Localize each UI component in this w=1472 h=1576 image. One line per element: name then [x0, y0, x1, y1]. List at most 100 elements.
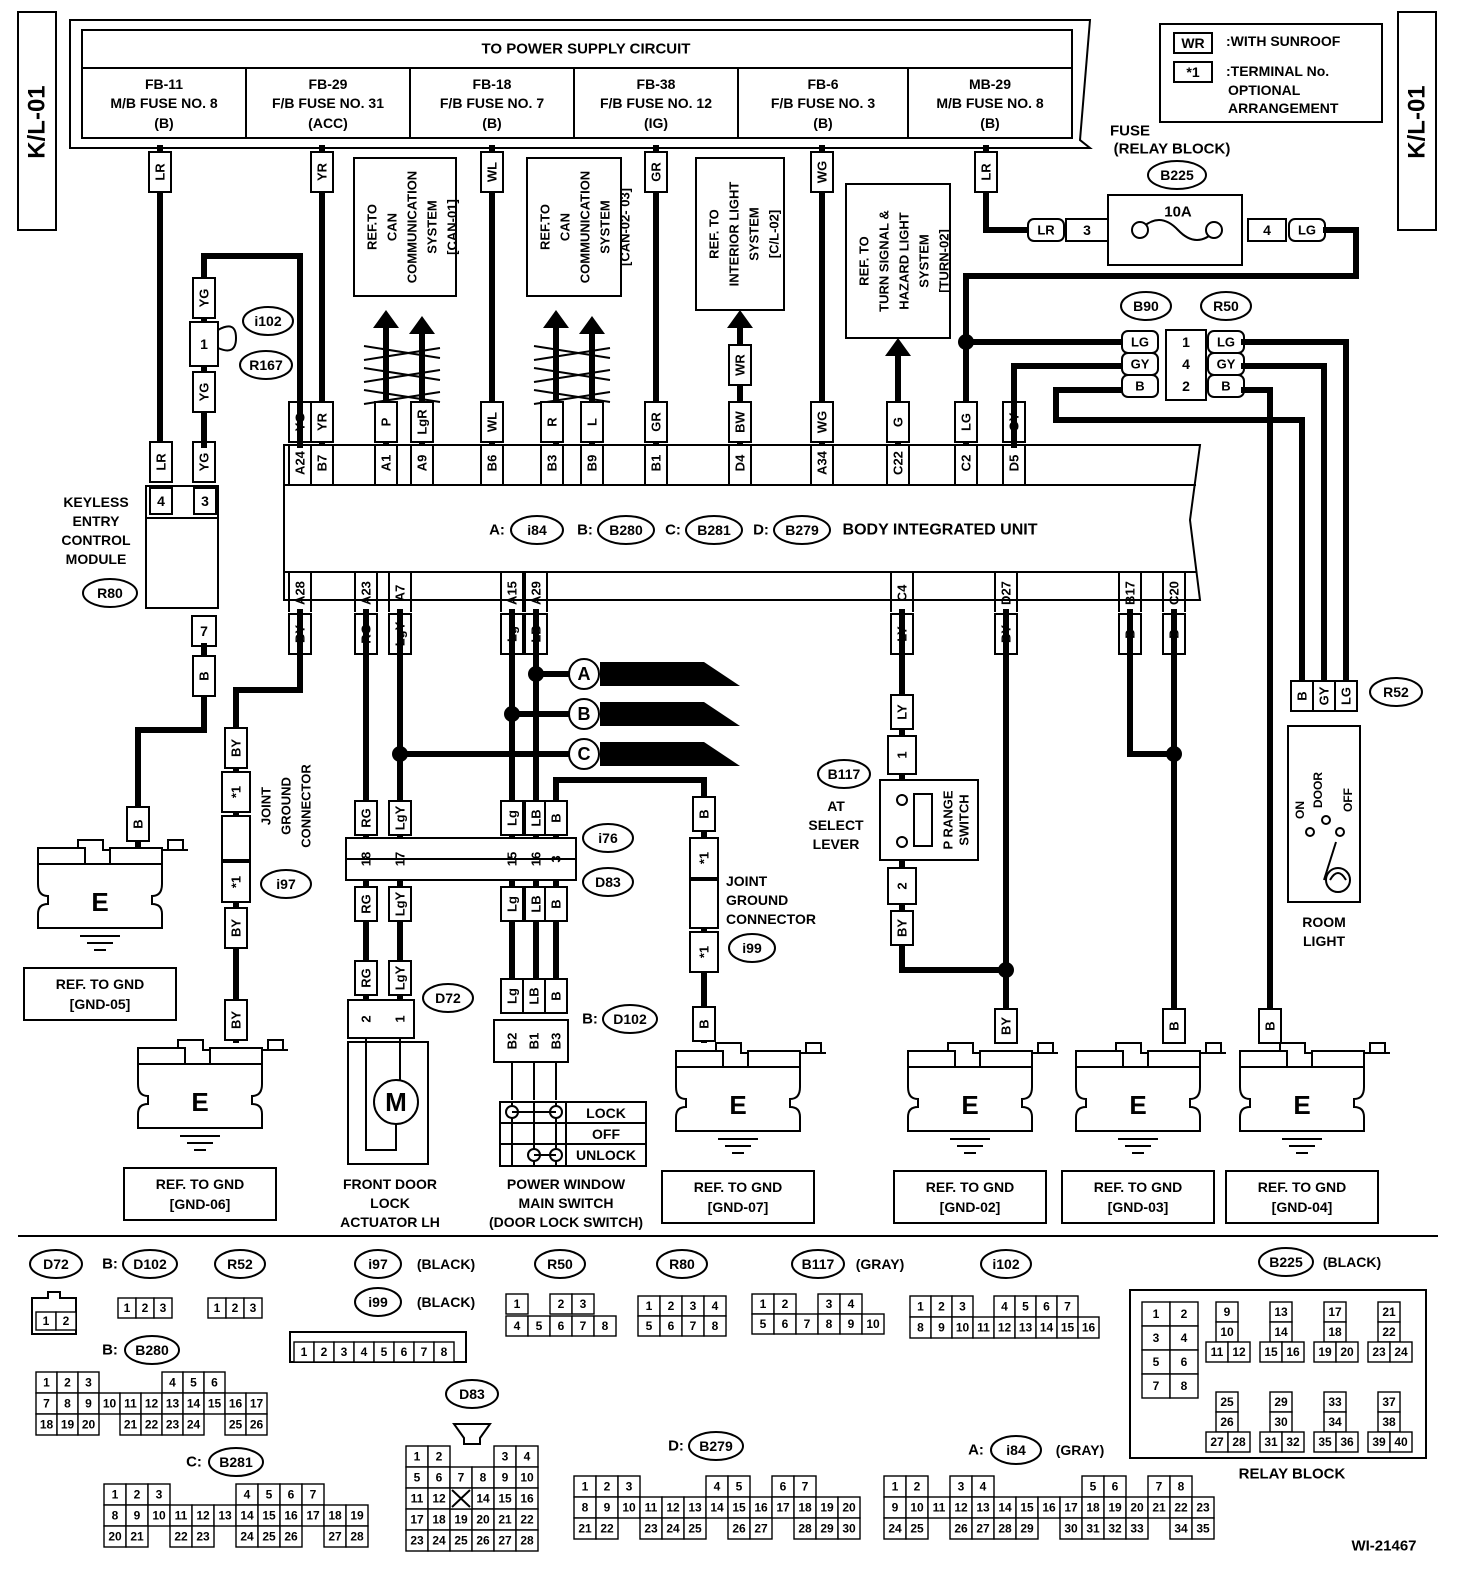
D83-pin-label: 18	[432, 1513, 446, 1527]
B279-pin-label: 12	[666, 1501, 680, 1515]
connector-id-label: R80	[97, 585, 123, 601]
pin-label: 35	[1318, 1435, 1332, 1449]
wire-color-label: RG	[359, 894, 374, 914]
B281-pin-label: 23	[196, 1530, 210, 1544]
ground-code: [GND-03]	[1108, 1199, 1169, 1215]
B281-pin-label: 22	[174, 1530, 188, 1544]
D83-pin-label: 3	[502, 1450, 509, 1464]
pin-label: 38	[1382, 1415, 1396, 1429]
wire-color-label: LG	[959, 413, 974, 431]
B280-pin-label: 17	[250, 1397, 264, 1411]
ground-letter: E	[91, 887, 108, 917]
R80-pin	[703, 1315, 727, 1337]
wire-color-label: BY	[229, 919, 244, 937]
wire-color-label: R	[545, 417, 560, 427]
B117-pin-label: 2	[782, 1297, 789, 1311]
i84-pin-label: 14	[998, 1501, 1012, 1515]
joint-block	[221, 815, 251, 861]
star-pin	[689, 931, 719, 973]
B279-pin-label: 20	[842, 1501, 856, 1515]
i84-pin-label: 27	[976, 1522, 990, 1536]
pin-label: B1	[527, 1033, 542, 1050]
B280-pin-label: 8	[64, 1397, 71, 1411]
fuse-element	[1139, 219, 1217, 241]
D83-pin-label: 2	[436, 1450, 443, 1464]
wire-color-label: BY	[895, 919, 910, 937]
B117-pin-label: 1	[760, 1297, 767, 1311]
D83-pin-label: 15	[498, 1492, 512, 1506]
wire-color-box	[890, 910, 914, 946]
relay-fuse-title: (RELAY BLOCK)	[1114, 141, 1231, 158]
pin-label: 4	[1263, 222, 1271, 238]
wire-color-label: G	[891, 417, 906, 427]
wire-color-box	[374, 401, 398, 443]
wire-color-box	[544, 886, 568, 922]
wire-color-label: LR	[153, 163, 168, 181]
ground-lug-left	[1075, 1050, 1124, 1068]
D83-blank	[451, 1489, 471, 1508]
R50-pin-label: 5	[536, 1319, 543, 1333]
actuator-label: LOCK	[370, 1195, 410, 1211]
switch-lead	[511, 1062, 557, 1100]
arrow-head	[727, 310, 753, 328]
B279-pin-label: 16	[754, 1501, 768, 1515]
room-light-label: ROOM	[1302, 914, 1346, 930]
connector-id-label: D102	[613, 1011, 647, 1027]
ref-turn-text: REF. TO	[857, 236, 872, 286]
i84-pin-label: 19	[1108, 1501, 1122, 1515]
jgc-label: GROUND	[279, 777, 294, 835]
ground-ref-box	[1225, 1170, 1379, 1224]
connector-id-label: D72	[435, 990, 461, 1006]
B280-pin-label: 23	[166, 1418, 180, 1432]
B279-pin-label: 8	[582, 1501, 589, 1515]
i102-pin-label: 16	[1082, 1321, 1096, 1335]
wire-color-box	[644, 401, 668, 443]
i102-pin-label: 2	[938, 1300, 945, 1314]
B225-pin	[1389, 1431, 1413, 1453]
R52-pin-label: 3	[250, 1301, 257, 1315]
actuator-conn	[347, 999, 415, 1039]
connector-id-label: B117	[802, 1256, 835, 1272]
wire-color-label: B	[1167, 1021, 1182, 1030]
B281-pin	[279, 1525, 303, 1548]
pin-label: 18	[1328, 1325, 1342, 1339]
wire-color-label: GR	[649, 412, 664, 432]
wire	[1241, 339, 1349, 683]
link-arrow	[600, 702, 740, 726]
wire-color-box	[544, 800, 568, 836]
ground-ref: REF. TO GND	[1258, 1179, 1346, 1195]
B281-pin-label: 28	[350, 1530, 364, 1544]
i84-pin	[905, 1517, 929, 1540]
junction-dot	[998, 962, 1014, 978]
wire-color-label: LG	[1339, 687, 1354, 705]
actuator-label: ACTUATOR LH	[340, 1214, 440, 1230]
ground-code: [GND-02]	[940, 1199, 1001, 1215]
D83-pin	[515, 1529, 539, 1552]
i84-pin-label: 5	[1090, 1480, 1097, 1494]
wire-color-label: LB	[527, 987, 542, 1004]
link-target: K/L-03	[629, 746, 675, 763]
wire-color-box	[192, 655, 216, 697]
D83-pin-label: 17	[410, 1513, 424, 1527]
connector-id	[582, 823, 634, 853]
B281-pin-label: 8	[112, 1509, 119, 1523]
wire-color-box	[1027, 218, 1065, 242]
wire-color-label: GY	[1131, 357, 1150, 372]
switch-lever	[1323, 841, 1337, 881]
B281-pin-label: 18	[328, 1509, 342, 1523]
D83-pin-label: 16	[520, 1492, 534, 1506]
R52-pin-label: 2	[232, 1301, 239, 1315]
pin-label: 1	[393, 1015, 408, 1022]
wire-color-label: YR	[315, 162, 330, 181]
B281-pin-label: 3	[156, 1488, 163, 1502]
legend-wr: WR	[1181, 35, 1204, 51]
ground-ref-box	[123, 1167, 277, 1221]
connector-id-label: i99	[368, 1294, 388, 1310]
B281-pin-label: 2	[134, 1488, 141, 1502]
biu-pin-label: C20	[1167, 581, 1182, 605]
B225-pin-label: 6	[1181, 1355, 1188, 1369]
wire-color-box	[310, 401, 334, 443]
pin-label: 18	[359, 852, 374, 866]
wire	[899, 609, 1009, 973]
connector-id	[791, 1249, 845, 1279]
